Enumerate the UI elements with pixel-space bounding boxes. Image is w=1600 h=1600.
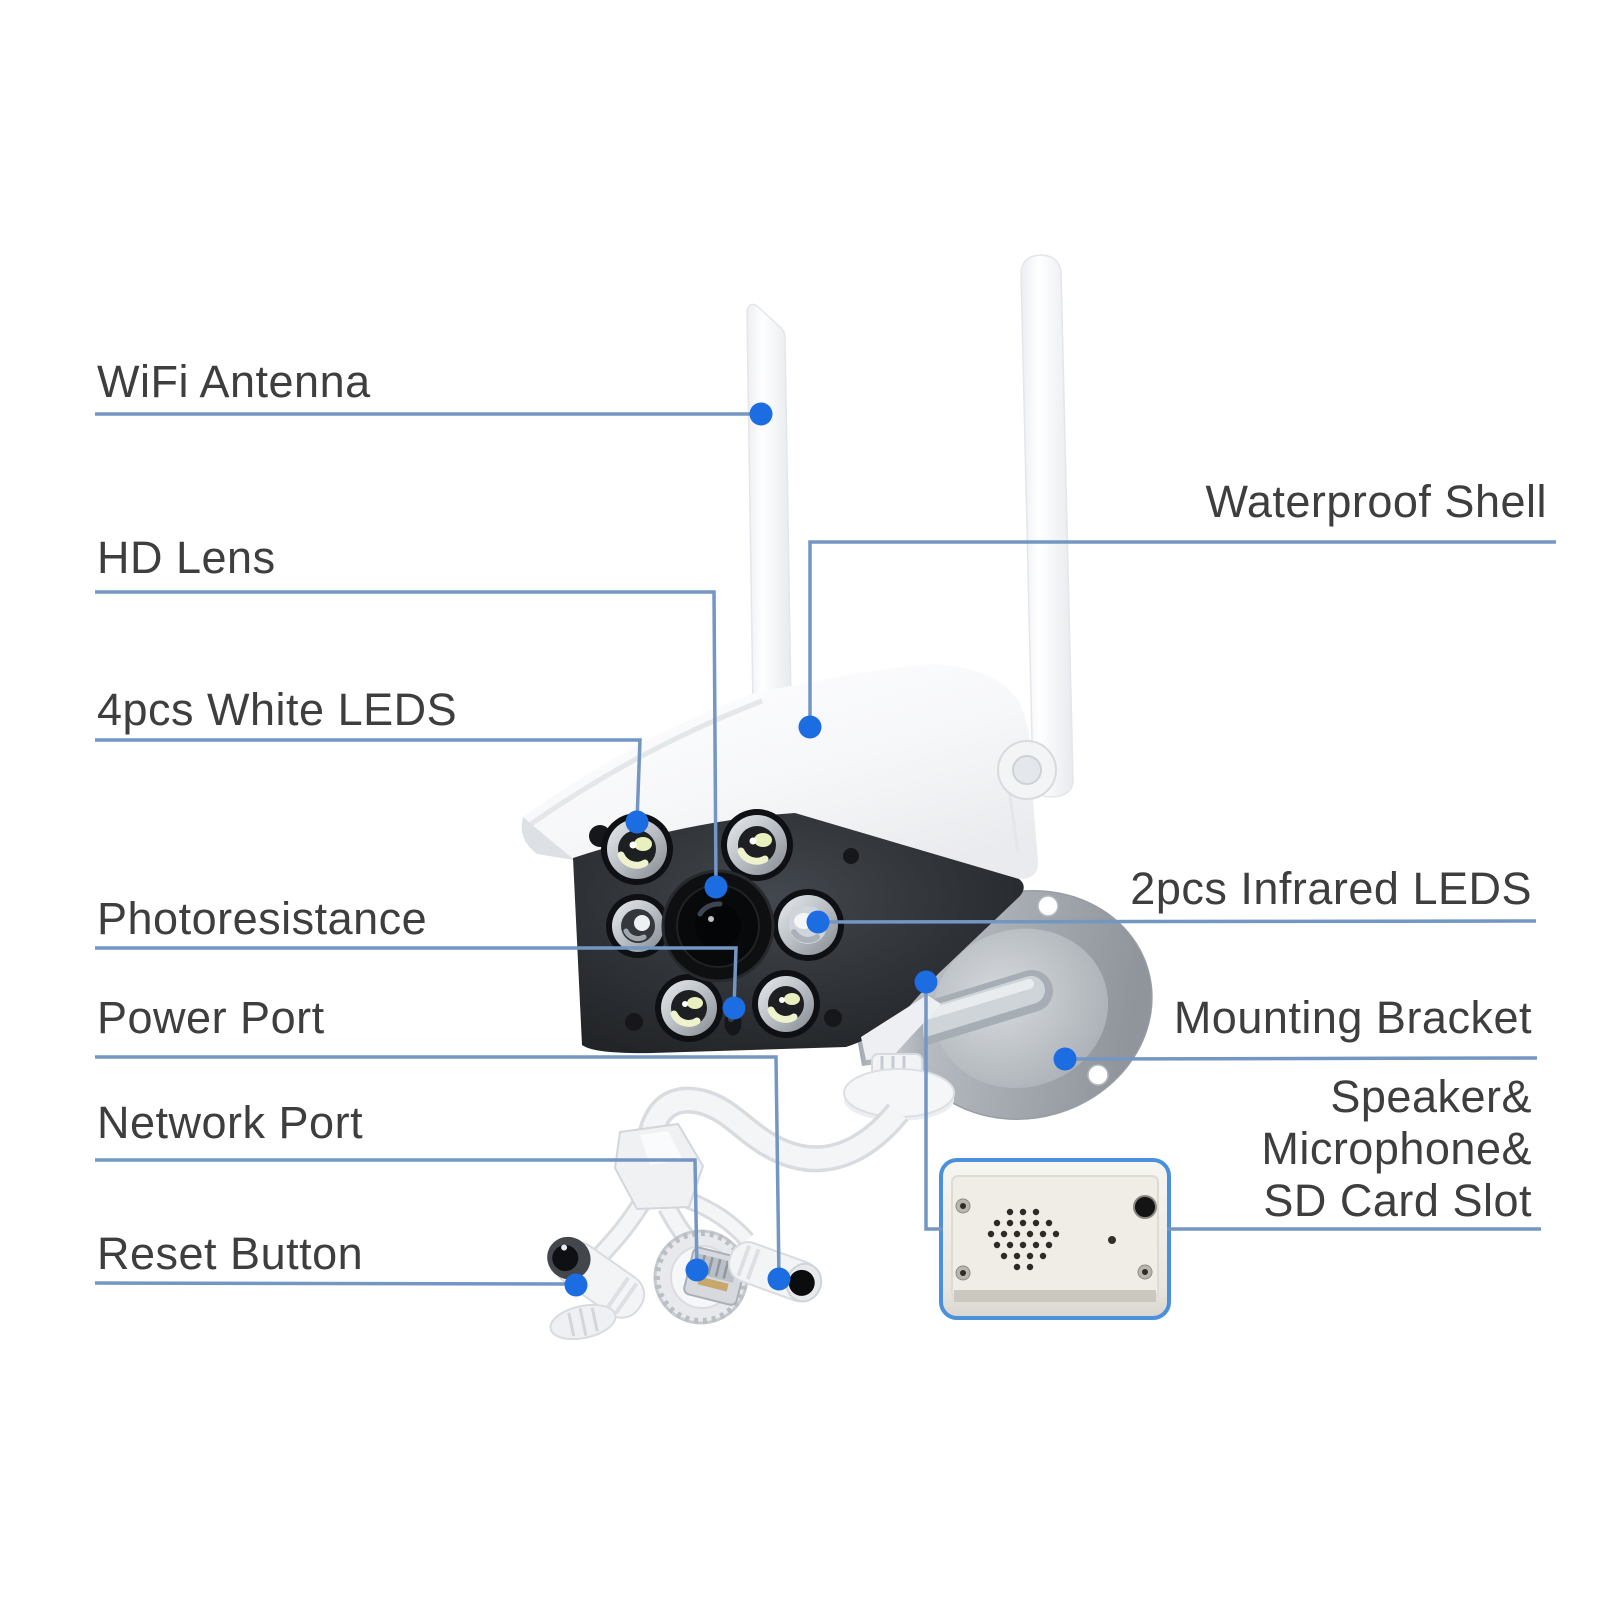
label-speaker-line2: Microphone& — [1261, 1123, 1532, 1174]
leader-dot-infrared-leds — [806, 910, 830, 934]
leader-dot-speaker-group — [914, 970, 938, 994]
led-infrared-left — [606, 894, 670, 958]
leader-mounting-bracket — [1064, 1056, 1538, 1061]
label-waterproof-shell: Waterproof Shell — [1206, 476, 1547, 527]
leader-dot-reset-button — [564, 1273, 588, 1297]
label-network-port: Network Port — [97, 1097, 363, 1148]
hd-lens — [661, 869, 775, 983]
label-reset-button: Reset Button — [97, 1228, 363, 1279]
leader-dot-wifi-antenna — [749, 402, 773, 426]
label-speaker-line3: SD Card Slot — [1263, 1175, 1532, 1226]
bracket-screw-hole — [1037, 895, 1059, 917]
speaker-box-screws — [955, 1198, 1153, 1281]
labels: WiFi Antenna HD Lens 4pcs White LEDS Pho… — [97, 356, 1547, 1279]
label-photoresistance: Photoresistance — [97, 893, 427, 944]
chin-highlight — [861, 995, 941, 1060]
leader-dot-power-port — [767, 1267, 791, 1291]
leader-network-port — [95, 1158, 699, 1271]
led-white-top-right — [721, 809, 793, 881]
speaker-box — [939, 1158, 1171, 1320]
reset-connector — [547, 1236, 646, 1341]
leader-dot-white-leds — [625, 810, 649, 834]
leader-dot-network-port — [685, 1258, 709, 1282]
label-hd-lens: HD Lens — [97, 532, 276, 583]
sd-card-slot-hole — [1133, 1195, 1157, 1219]
led-white-bottom-left — [655, 974, 723, 1042]
label-white-leds: 4pcs White LEDS — [97, 684, 457, 735]
leader-reset-button — [94, 1281, 577, 1286]
led-white-bottom-right — [752, 970, 820, 1038]
label-infrared-leds: 2pcs Infrared LEDS — [1130, 863, 1532, 914]
leader-waterproof-shell — [808, 540, 1556, 726]
leader-dot-waterproof-shell — [798, 715, 822, 739]
leader-white-leds — [95, 738, 642, 823]
microphone-hole — [1108, 1236, 1116, 1244]
bracket-screw-hole — [1087, 1064, 1109, 1086]
hood-lip — [521, 817, 586, 862]
led-white-top-left — [601, 813, 673, 885]
label-mounting-bracket: Mounting Bracket — [1174, 992, 1532, 1043]
wifi-antenna-right — [1020, 254, 1074, 798]
leader-dot-hd-lens — [704, 875, 728, 899]
speaker-holes — [987, 1208, 1060, 1271]
label-wifi-antenna: WiFi Antenna — [97, 356, 371, 407]
hood-edge-shadow — [529, 698, 763, 827]
leader-dots — [564, 402, 1077, 1297]
leader-infrared-leds — [817, 919, 1537, 924]
label-power-port: Power Port — [97, 992, 325, 1043]
cable-splitter — [613, 1122, 705, 1211]
leader-speaker-group — [924, 982, 943, 1231]
antenna-hinge — [997, 740, 1057, 800]
leader-photoresistance — [95, 946, 738, 1009]
leader-dot-mounting-bracket — [1053, 1047, 1077, 1071]
wifi-antenna-left — [746, 303, 792, 709]
leader-hd-lens — [95, 590, 718, 888]
leader-power-port — [95, 1055, 781, 1280]
label-speaker-line1: Speaker& — [1330, 1071, 1532, 1122]
leader-lines — [94, 412, 1556, 1286]
leader-dot-photoresistance — [722, 996, 746, 1020]
